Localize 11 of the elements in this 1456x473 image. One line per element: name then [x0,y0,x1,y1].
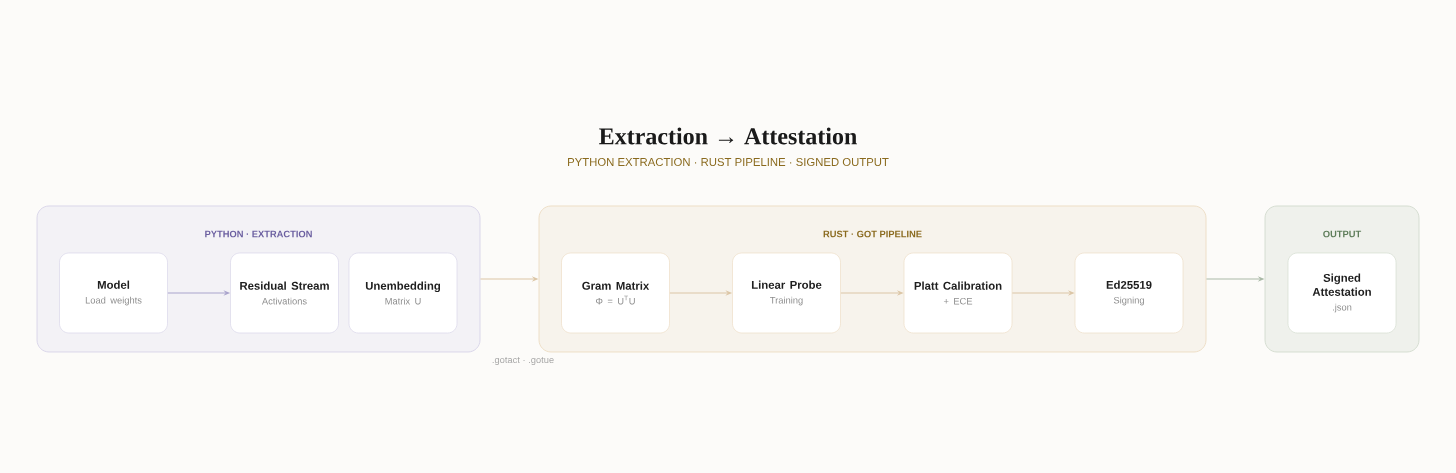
step-card: Signed Attestation .json [1287,252,1397,334]
step-card: Linear Probe Training [732,252,841,334]
step-card: Platt Calibration + ECE [903,252,1013,334]
label: .gotact · .gotue [492,357,554,365]
step-card: Model Load weights [59,252,168,334]
step-card: Unembedding Matrix U [348,252,458,334]
step-card: Ed25519 Signing [1074,252,1184,334]
step-card: Gram Matrix Φ = U$^{T}$U [561,252,670,334]
diagram-title: Extraction → Attestation [599,127,857,145]
caption: PYTHON EXTRACTION · RUST PIPELINE · SIGNED OUTPUT [568,157,889,166]
step-card: Residual Stream Activations [230,252,339,334]
